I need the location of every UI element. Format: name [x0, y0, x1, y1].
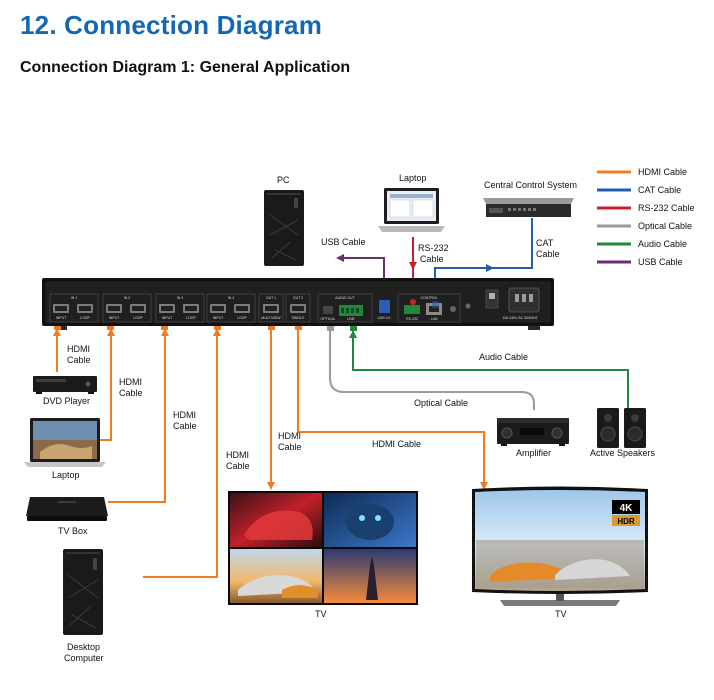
legend-item-usb: USB Cable [597, 257, 683, 267]
svg-text:LOOP: LOOP [186, 316, 196, 320]
input-group-2: IN 2 INPUT LOOP [102, 293, 152, 323]
device-label-desktop-2: Computer [64, 653, 104, 663]
device-label-dvd: DVD Player [43, 396, 90, 406]
hdmi-label-desktop-2: Cable [226, 461, 250, 471]
hdmi-cable-single [297, 328, 488, 490]
svg-text:OPTICAL: OPTICAL [321, 317, 336, 321]
active-speakers-device: Active Speakers [590, 408, 656, 458]
legend-item-hdmi: HDMI Cable [597, 167, 687, 177]
legend-label: RS-232 Cable [638, 203, 695, 213]
input-group-4: IN 4 INPUT LOOP [206, 293, 256, 323]
device-label-amplifier: Amplifier [516, 448, 551, 458]
svg-text:INPUT: INPUT [56, 316, 67, 320]
dvd-player-device: DVD Player [33, 376, 97, 406]
diagram-subtitle: Connection Diagram 1: General Applicatio… [20, 59, 351, 76]
legend-label: Optical Cable [638, 221, 692, 231]
svg-text:RS-232: RS-232 [406, 317, 418, 321]
cat-cable-label-1: CAT [536, 238, 554, 248]
svg-text:USB 3.0: USB 3.0 [377, 316, 390, 320]
audio-cable-label: Audio Cable [479, 352, 528, 362]
device-label-tvbox: TV Box [58, 526, 88, 536]
optical-cable [329, 330, 535, 410]
laptop-top-device: Laptop [378, 173, 445, 232]
hdmi-cable-tvbox [108, 328, 169, 503]
device-label-laptop-left: Laptop [52, 470, 80, 480]
svg-text:IN 4: IN 4 [228, 296, 234, 300]
svg-text:IN 2: IN 2 [124, 296, 130, 300]
input-group-3: IN 3 INPUT LOOP [155, 293, 205, 323]
svg-text:LINE: LINE [347, 317, 355, 321]
device-label-tv-right: TV [555, 609, 567, 619]
svg-text:LOOP: LOOP [80, 316, 90, 320]
amplifier-device: Amplifier [497, 418, 569, 458]
svg-text:SINGLE: SINGLE [292, 316, 306, 320]
svg-text:LAN: LAN [431, 317, 438, 321]
legend-label: HDMI Cable [638, 167, 687, 177]
legend-label: Audio Cable [638, 239, 687, 249]
svg-text:INPUT: INPUT [162, 316, 173, 320]
device-label-desktop-1: Desktop [67, 642, 100, 652]
multiviewer-switcher-device: IN 1 INPUT LOOP IN 2 INPUT LOOP IN 3 INP… [42, 278, 554, 330]
svg-text:OUT 1: OUT 1 [266, 296, 276, 300]
svg-text:OUT 2: OUT 2 [293, 296, 303, 300]
hdmi-label-dvd-2: Cable [67, 355, 91, 365]
output-group: OUT 1 MULTIVIEW OUT 2 SINGLE [258, 293, 311, 323]
laptop-left-device: Laptop [24, 418, 106, 480]
device-label-speakers: Active Speakers [590, 448, 656, 458]
badge-hdr: HDR [617, 517, 635, 526]
central-control-device: Central Control System [483, 180, 577, 217]
legend-label: CAT Cable [638, 185, 681, 195]
desktop-computer-device: Desktop Computer [63, 549, 104, 663]
hdmi-label-dvd-1: HDMI [67, 344, 90, 354]
power-group: 100-240V AC 50/60HZ [485, 287, 540, 320]
rs232-cable-label-1: RS-232 [418, 243, 449, 253]
device-label-laptop-top: Laptop [399, 173, 427, 183]
svg-text:AUDIO OUT: AUDIO OUT [335, 296, 355, 300]
tv-video-wall-device [228, 491, 418, 605]
legend-item-optical: Optical Cable [597, 221, 692, 231]
pc-tower-device: PC [264, 175, 304, 266]
svg-text:INPUT: INPUT [213, 316, 224, 320]
tv-box-device: TV Box [26, 497, 108, 536]
hdmi-cable-desktop [143, 328, 221, 578]
hdmi-label-laptop-1: HDMI [119, 377, 142, 387]
device-label-pc: PC [277, 175, 290, 185]
input-group-1: IN 1 INPUT LOOP [49, 293, 99, 323]
legend-item-audio: Audio Cable [597, 239, 687, 249]
legend-item-rs232: RS-232 Cable [597, 203, 695, 213]
svg-text:INPUT: INPUT [109, 316, 120, 320]
svg-text:100-240V AC 50/60HZ: 100-240V AC 50/60HZ [502, 316, 538, 320]
hdmi-label-laptop-2: Cable [119, 388, 143, 398]
badge-4k: 4K [620, 503, 634, 514]
legend-item-cat: CAT Cable [597, 185, 681, 195]
rs232-cable-label-2: Cable [420, 254, 444, 264]
svg-text:IN 3: IN 3 [177, 296, 183, 300]
audio-cable [352, 330, 629, 408]
cat-cable-label-2: Cable [536, 249, 560, 259]
svg-text:MULTIVIEW: MULTIVIEW [261, 316, 281, 320]
hdmi-label-tvbox-2: Cable [173, 421, 197, 431]
svg-text:LOOP: LOOP [237, 316, 247, 320]
svg-text:CONTROL: CONTROL [420, 296, 437, 300]
audio-out-group: AUDIO OUT OPTICAL LINE [317, 293, 373, 323]
device-label-central-control: Central Control System [484, 180, 577, 190]
hdmi-label-desktop-1: HDMI [226, 450, 249, 460]
tv-right-device: 4K HDR [472, 486, 648, 606]
hdmi-label-multiview-1: HDMI [278, 431, 301, 441]
legend-label: USB Cable [638, 257, 683, 267]
usb-port: USB 3.0 [377, 300, 391, 320]
section-title: 12. Connection Diagram [20, 10, 323, 40]
device-label-tv-wall: TV [315, 609, 327, 619]
hdmi-label-multiview-2: Cable [278, 442, 302, 452]
svg-text:LOOP: LOOP [133, 316, 143, 320]
optical-cable-label: Optical Cable [414, 398, 468, 408]
hdmi-label-tvbox-1: HDMI [173, 410, 196, 420]
hdmi-label-single: HDMI Cable [372, 439, 421, 449]
svg-text:IN 1: IN 1 [71, 296, 77, 300]
hdmi-cable-laptop [96, 328, 115, 441]
legend: HDMI Cable CAT Cable RS-232 Cable Optica… [597, 167, 695, 267]
usb-cable-label: USB Cable [321, 237, 366, 247]
